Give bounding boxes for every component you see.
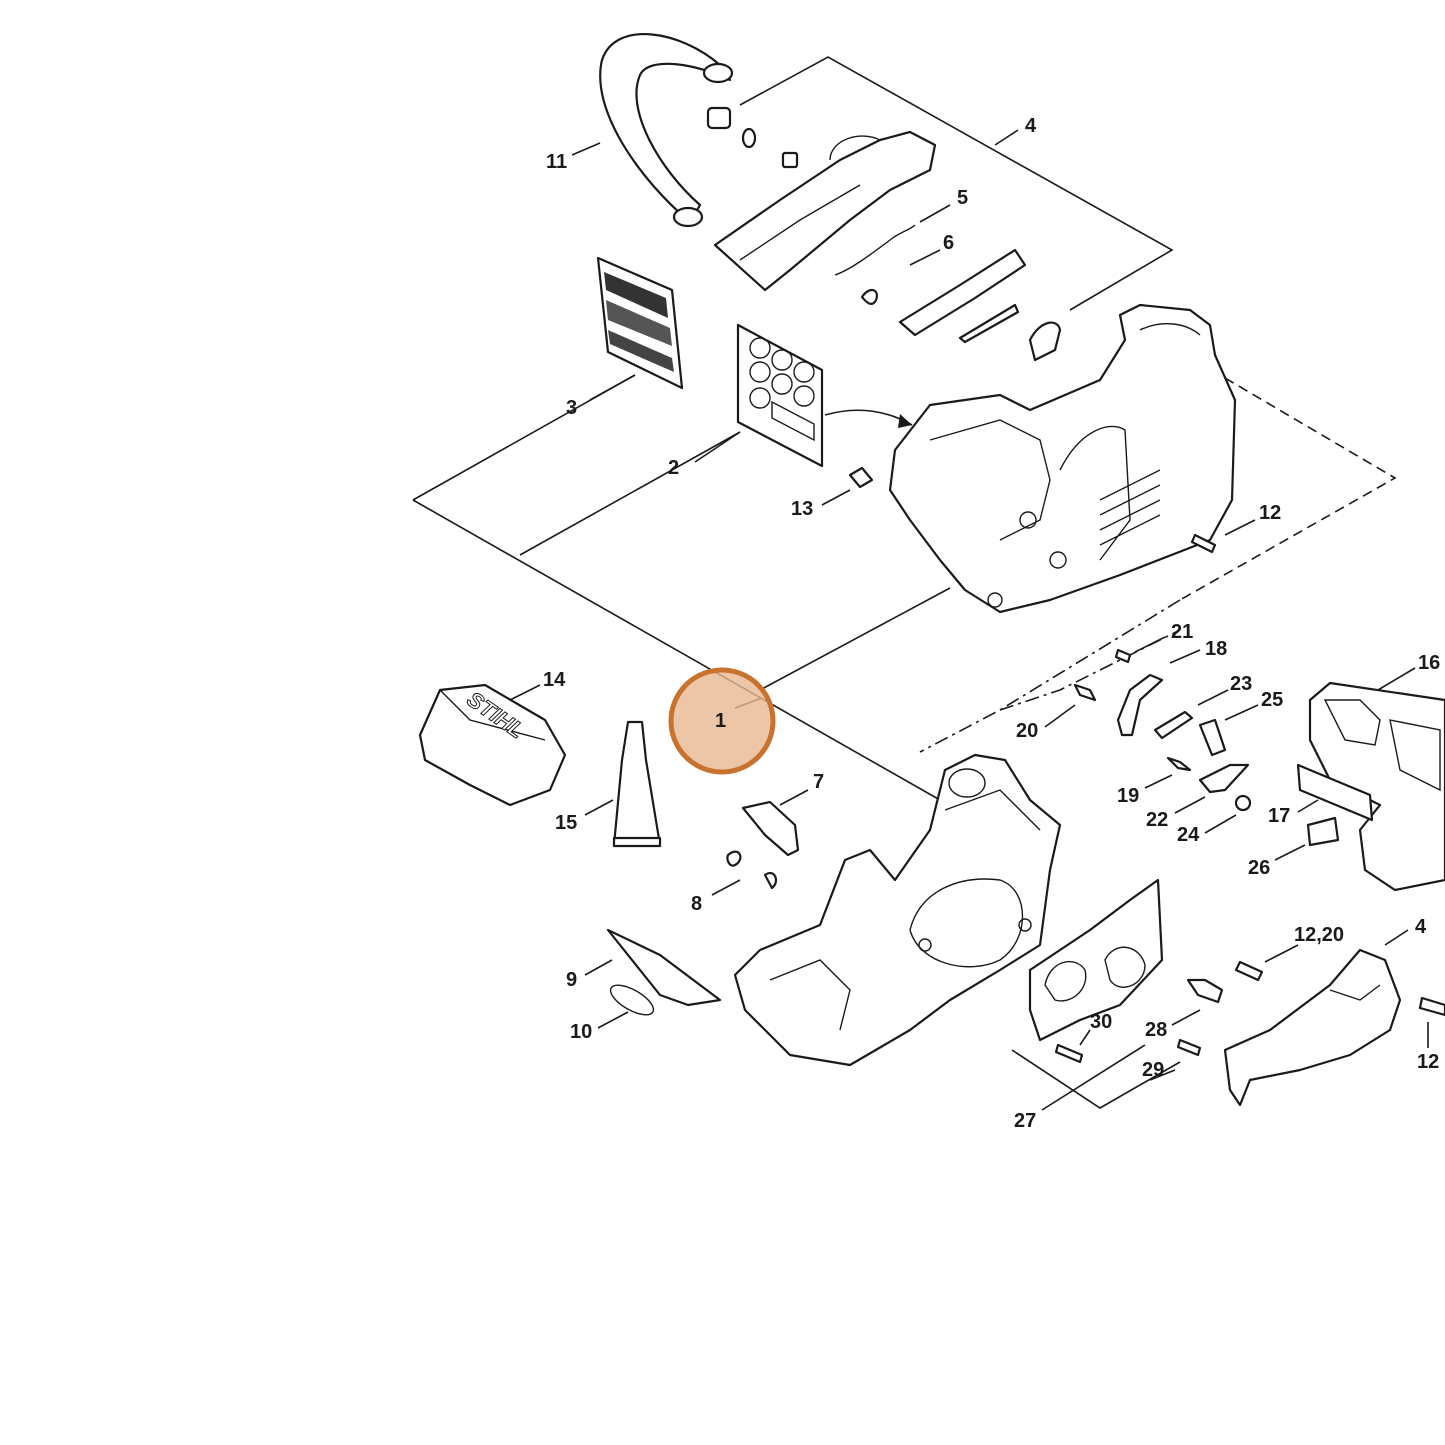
handle-bottom-part bbox=[1223, 948, 1445, 1107]
callout-21: 21 bbox=[1171, 621, 1193, 643]
callout-22: 22 bbox=[1146, 809, 1168, 831]
callout-19: 19 bbox=[1117, 785, 1139, 807]
leader-lines bbox=[509, 129, 1429, 1111]
callout-16: 16 bbox=[1418, 652, 1440, 674]
callout-1: 1 bbox=[715, 710, 726, 732]
cover-part: STIHL bbox=[418, 683, 567, 807]
screw-parts-top bbox=[848, 466, 1217, 554]
callout-13: 13 bbox=[791, 498, 813, 520]
handle-cover-right-part bbox=[1296, 681, 1445, 892]
main-housing-part bbox=[733, 753, 1062, 1067]
callout-4-bottom: 4 bbox=[1415, 916, 1427, 938]
callout-12-20: 12,20 bbox=[1294, 924, 1344, 946]
callout-14: 14 bbox=[543, 669, 566, 691]
callout-20: 20 bbox=[1016, 720, 1038, 742]
callout-7: 7 bbox=[813, 771, 824, 793]
handle-top-part bbox=[713, 130, 937, 292]
callout-4: 4 bbox=[1025, 115, 1037, 137]
callout-27: 27 bbox=[1014, 1110, 1036, 1132]
small-parts-right bbox=[1073, 648, 1252, 812]
callout-24: 24 bbox=[1177, 824, 1200, 846]
callout-28: 28 bbox=[1145, 1019, 1167, 1041]
group-frame-lines bbox=[412, 56, 1397, 1109]
callout-26: 26 bbox=[1248, 857, 1270, 879]
callout-6: 6 bbox=[943, 232, 954, 254]
pictogram-label-part bbox=[736, 323, 913, 468]
callout-labels: 1 2 3 4 5 6 7 8 9 10 11 12 13 14 15 16 1… bbox=[543, 115, 1440, 1132]
callout-18: 18 bbox=[1205, 638, 1227, 660]
spring-parts bbox=[834, 224, 1062, 362]
callout-12: 12 bbox=[1259, 502, 1281, 524]
callout-9: 9 bbox=[566, 969, 577, 991]
handlebar-part bbox=[599, 33, 799, 228]
callout-25: 25 bbox=[1261, 689, 1283, 711]
callout-23: 23 bbox=[1230, 673, 1252, 695]
callout-3: 3 bbox=[566, 397, 577, 419]
callout-15: 15 bbox=[555, 812, 577, 834]
grease-tube-part bbox=[612, 720, 662, 848]
callout-12-bottom: 12 bbox=[1417, 1051, 1439, 1073]
rear-handle-housing-part bbox=[888, 303, 1237, 614]
callout-11: 11 bbox=[546, 151, 567, 173]
chain-plate-part bbox=[1028, 878, 1264, 1064]
callout-8: 8 bbox=[691, 893, 702, 915]
callout-5: 5 bbox=[957, 187, 968, 209]
callout-17: 17 bbox=[1268, 805, 1290, 827]
highlight-circle bbox=[668, 667, 776, 775]
small-parts-left bbox=[606, 800, 800, 1016]
callout-29: 29 bbox=[1142, 1059, 1164, 1081]
callout-30: 30 bbox=[1090, 1011, 1112, 1033]
callout-10: 10 bbox=[570, 1021, 592, 1043]
callout-2: 2 bbox=[668, 457, 679, 479]
warning-label-part bbox=[596, 256, 684, 390]
